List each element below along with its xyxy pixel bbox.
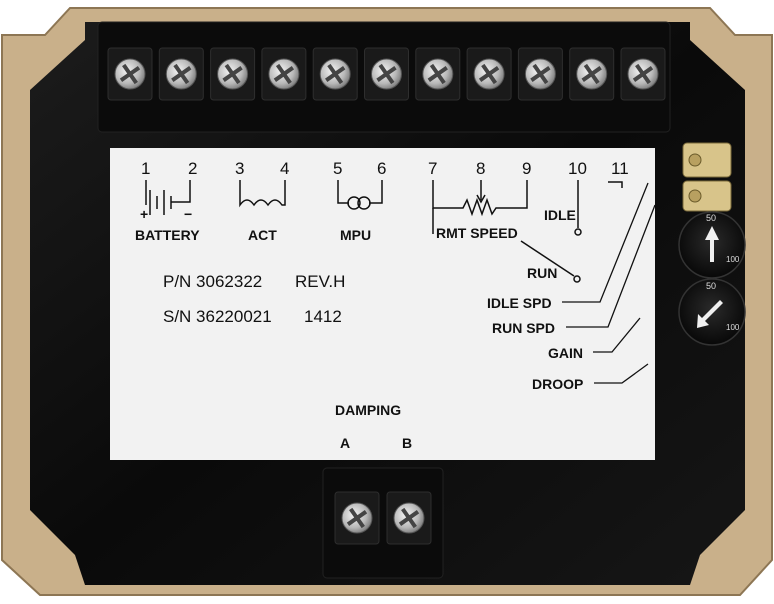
gain-label: GAIN (548, 345, 583, 361)
terminal-number-6: 6 (377, 159, 386, 178)
terminal-screw-10[interactable] (569, 47, 615, 101)
terminal-numbers: 1 2 3 4 5 6 7 8 9 10 11 (141, 159, 629, 178)
terminal-number-8: 8 (476, 159, 485, 178)
terminal-screw-7[interactable] (415, 47, 461, 101)
battery-plus: + (140, 206, 148, 222)
idle-spd-trim-pot[interactable] (682, 142, 732, 178)
battery-symbol (145, 180, 191, 215)
droop-scale-right: 100 (726, 323, 740, 332)
terminal-screw-5[interactable] (312, 47, 358, 101)
damping-label: DAMPING (335, 402, 401, 418)
battery-label: BATTERY (135, 227, 200, 243)
terminal-number-10: 10 (568, 159, 587, 178)
terminal-screw-6[interactable] (364, 47, 409, 101)
rmt-speed-label: RMT SPEED (436, 225, 518, 241)
terminal-number-5: 5 (333, 159, 342, 178)
terminal-number-1: 1 (141, 159, 150, 178)
run-spd-label: RUN SPD (492, 320, 555, 336)
act-label: ACT (248, 227, 277, 243)
damping-terminal-screw-a[interactable] (334, 491, 380, 545)
idle-label: IDLE (544, 207, 576, 223)
trim-potentiometers (682, 142, 732, 212)
top-terminal-block (97, 21, 671, 133)
droop-label: DROOP (532, 376, 583, 392)
terminal-screw-11[interactable] (620, 47, 666, 101)
revision: REV.H (295, 272, 345, 291)
idle-run-switch-symbol (520, 180, 623, 283)
damping-terminal-screw-b[interactable] (386, 491, 432, 545)
terminal-number-7: 7 (428, 159, 437, 178)
serial-number: S/N 36220021 (163, 307, 272, 326)
part-number: P/N 3062322 (163, 272, 262, 291)
mpu-label: MPU (340, 227, 371, 243)
terminal-number-9: 9 (522, 159, 531, 178)
gain-scale-top: 50 (706, 213, 716, 223)
run-spd-trim-pot[interactable] (682, 180, 732, 212)
battery-minus: − (184, 206, 192, 222)
run-label: RUN (527, 265, 557, 281)
gain-scale-right: 100 (726, 255, 740, 264)
terminal-number-2: 2 (188, 159, 197, 178)
terminal-screw-4[interactable] (261, 47, 307, 101)
bottom-terminal-block (322, 467, 444, 579)
mpu-symbol (337, 180, 383, 210)
gain-knob[interactable]: 50 100 (678, 211, 746, 279)
rmt-speed-potentiometer-symbol (432, 180, 528, 234)
droop-knob[interactable]: 50 100 (678, 278, 746, 346)
damping-a-label: A (340, 435, 350, 451)
idle-spd-label: IDLE SPD (487, 295, 552, 311)
terminal-number-3: 3 (235, 159, 244, 178)
droop-scale-top: 50 (706, 281, 716, 291)
damping-b-label: B (402, 435, 412, 451)
terminal-screw-3[interactable] (210, 47, 256, 101)
leader-lines (562, 182, 656, 384)
terminal-screw-1[interactable] (107, 47, 153, 101)
terminal-number-11: 11 (611, 159, 629, 178)
terminal-number-4: 4 (280, 159, 289, 178)
terminal-screw-2[interactable] (158, 47, 204, 101)
terminal-screw-9[interactable] (517, 47, 563, 101)
terminal-screw-8[interactable] (466, 47, 512, 101)
serial-code: 1412 (304, 307, 342, 326)
actuator-coil-symbol (239, 180, 286, 208)
